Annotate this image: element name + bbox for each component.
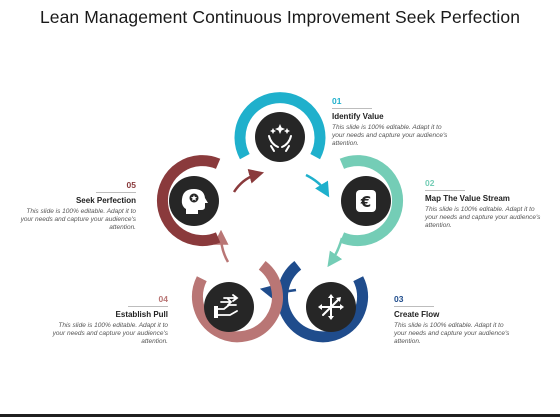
- step-description: This slide is 100% editable. Adapt it to…: [332, 124, 448, 147]
- divider: [128, 306, 168, 307]
- step-title: Map The Value Stream: [425, 194, 510, 203]
- step-ring-create-flow: [277, 260, 368, 343]
- step-title: Seek Perfection: [75, 196, 136, 205]
- euro-icon: €: [356, 190, 376, 212]
- step-seek-perfection: 05 Seek Perfection This slide is 100% ed…: [12, 180, 136, 232]
- step-number: 01: [332, 96, 342, 106]
- step-number: 05: [126, 180, 136, 190]
- step-ring-establish-pull: [192, 260, 283, 343]
- step-description: This slide is 100% editable. Adapt it to…: [425, 206, 541, 229]
- step-title: Establish Pull: [115, 310, 168, 319]
- bottom-rule: [0, 414, 560, 417]
- arrow-4-to-5: [213, 229, 230, 263]
- move-arrows-icon: [318, 294, 344, 320]
- step-number: 03: [394, 294, 404, 304]
- step-number: 04: [158, 294, 168, 304]
- svg-text:€: €: [360, 193, 371, 211]
- step-description: This slide is 100% editable. Adapt it to…: [52, 322, 168, 345]
- step-description: This slide is 100% editable. Adapt it to…: [394, 322, 510, 345]
- step-establish-pull: 04 Establish Pull This slide is 100% edi…: [44, 294, 168, 346]
- head-star-icon: [181, 189, 208, 214]
- step-identify-value: 01 Identify Value This slide is 100% edi…: [332, 96, 456, 148]
- step-ring-seek-perfection: [156, 155, 221, 247]
- step-ring-map-the-value-stream: €: [339, 155, 404, 247]
- step-create-flow: 03 Create Flow This slide is 100% editab…: [394, 294, 518, 346]
- step-number: 02: [425, 178, 435, 188]
- divider: [425, 190, 465, 191]
- page-title: Lean Management Continuous Improvement S…: [39, 7, 521, 27]
- hand-pull-icon: [214, 294, 239, 318]
- step-description: This slide is 100% editable. Adapt it to…: [20, 208, 136, 231]
- step-map-the-value-stream: 02 Map The Value Stream This slide is 10…: [425, 178, 549, 230]
- step-title: Create Flow: [394, 310, 440, 319]
- divider: [394, 306, 434, 307]
- arrow-1-to-2: [305, 173, 330, 198]
- divider: [332, 108, 372, 109]
- arrow-5-to-1: [232, 169, 265, 193]
- step-ring-identify-value: [234, 92, 326, 162]
- divider: [96, 192, 136, 193]
- hands-sparkle-icon: [268, 135, 292, 152]
- step-title: Identify Value: [332, 112, 384, 121]
